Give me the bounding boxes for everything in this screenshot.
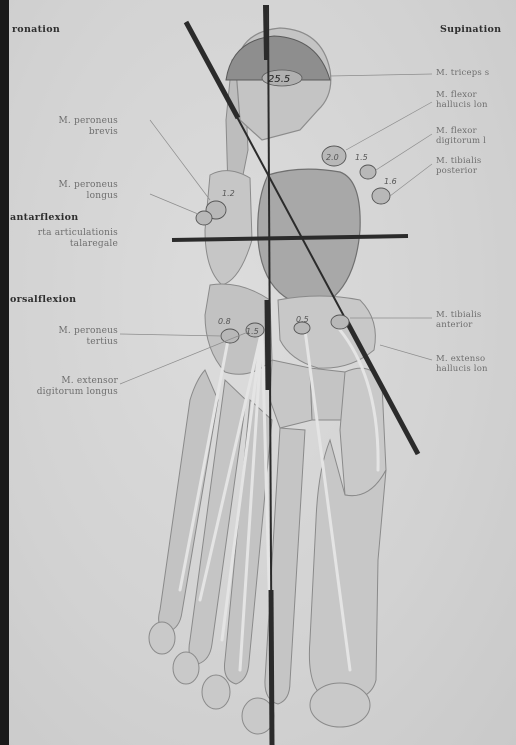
lateral-malleolus [205, 171, 252, 285]
value-flexor-hallucis: 2.0 [326, 153, 339, 162]
vertical-axis-bold-top [265, 5, 266, 60]
label-extensor-hallucis-1: M. extenso [436, 354, 485, 364]
heading-dorsalflexion: orsalflexion [10, 294, 76, 305]
label-tibialis-posterior-2: posterior [436, 166, 477, 176]
label-peroneus-brevis-2: brevis [20, 127, 118, 137]
label-peroneus-brevis-1: M. peroneus [20, 116, 118, 126]
heading-pronation: ronation [12, 24, 60, 35]
value-tibialis-posterior: 1.6 [384, 177, 397, 186]
heading-supination: Supination [440, 24, 501, 35]
label-extensor-digitorum-1: M. extensor [10, 376, 118, 386]
vertical-axis-bold-upper [267, 300, 268, 390]
heading-plantarflexion: antarflexion [10, 212, 78, 223]
talus [258, 169, 360, 300]
label-peroneus-longus-1: M. peroneus [20, 180, 118, 190]
cuneiform-lateral [270, 360, 312, 428]
value-extensor-digitorum: 1.5 [246, 327, 259, 336]
label-tibialis-posterior-1: M. tibialis [436, 156, 481, 166]
label-flexor-hallucis-1: M. flexor [436, 90, 477, 100]
label-extensor-hallucis-2: hallucis lon [436, 364, 488, 374]
value-tibialis-anterior: 0.5 [296, 315, 309, 324]
label-peroneus-tertius-2: tertius [20, 337, 118, 347]
label-tibialis-anterior-2: anterior [436, 320, 473, 330]
label-tibialis-anterior-1: M. tibialis [436, 310, 481, 320]
cuneiform-medial [340, 368, 386, 496]
label-peroneus-tertius-1: M. peroneus [20, 326, 118, 336]
value-peroneus-longus: 1.2 [222, 189, 235, 198]
label-flexor-hallucis-2: hallucis lon [436, 100, 488, 110]
vertical-axis-bold-lower [271, 590, 272, 745]
axis-caption-line1: rta articulationis [10, 228, 118, 238]
label-peroneus-longus-2: longus [20, 191, 118, 201]
label-extensor-digitorum-2: digitorum longus [10, 387, 118, 397]
navicular [278, 296, 375, 368]
label-flexor-digitorum-1: M. flexor [436, 126, 477, 136]
label-flexor-digitorum-2: digitorum l [436, 136, 486, 146]
axis-caption-line2: talaregale [10, 239, 118, 249]
value-triceps: 25.5 [268, 74, 290, 85]
label-triceps: M. triceps s [436, 68, 489, 78]
value-peroneus-tertius: 0.8 [218, 317, 231, 326]
value-flexor-digitorum: 1.5 [355, 153, 368, 162]
